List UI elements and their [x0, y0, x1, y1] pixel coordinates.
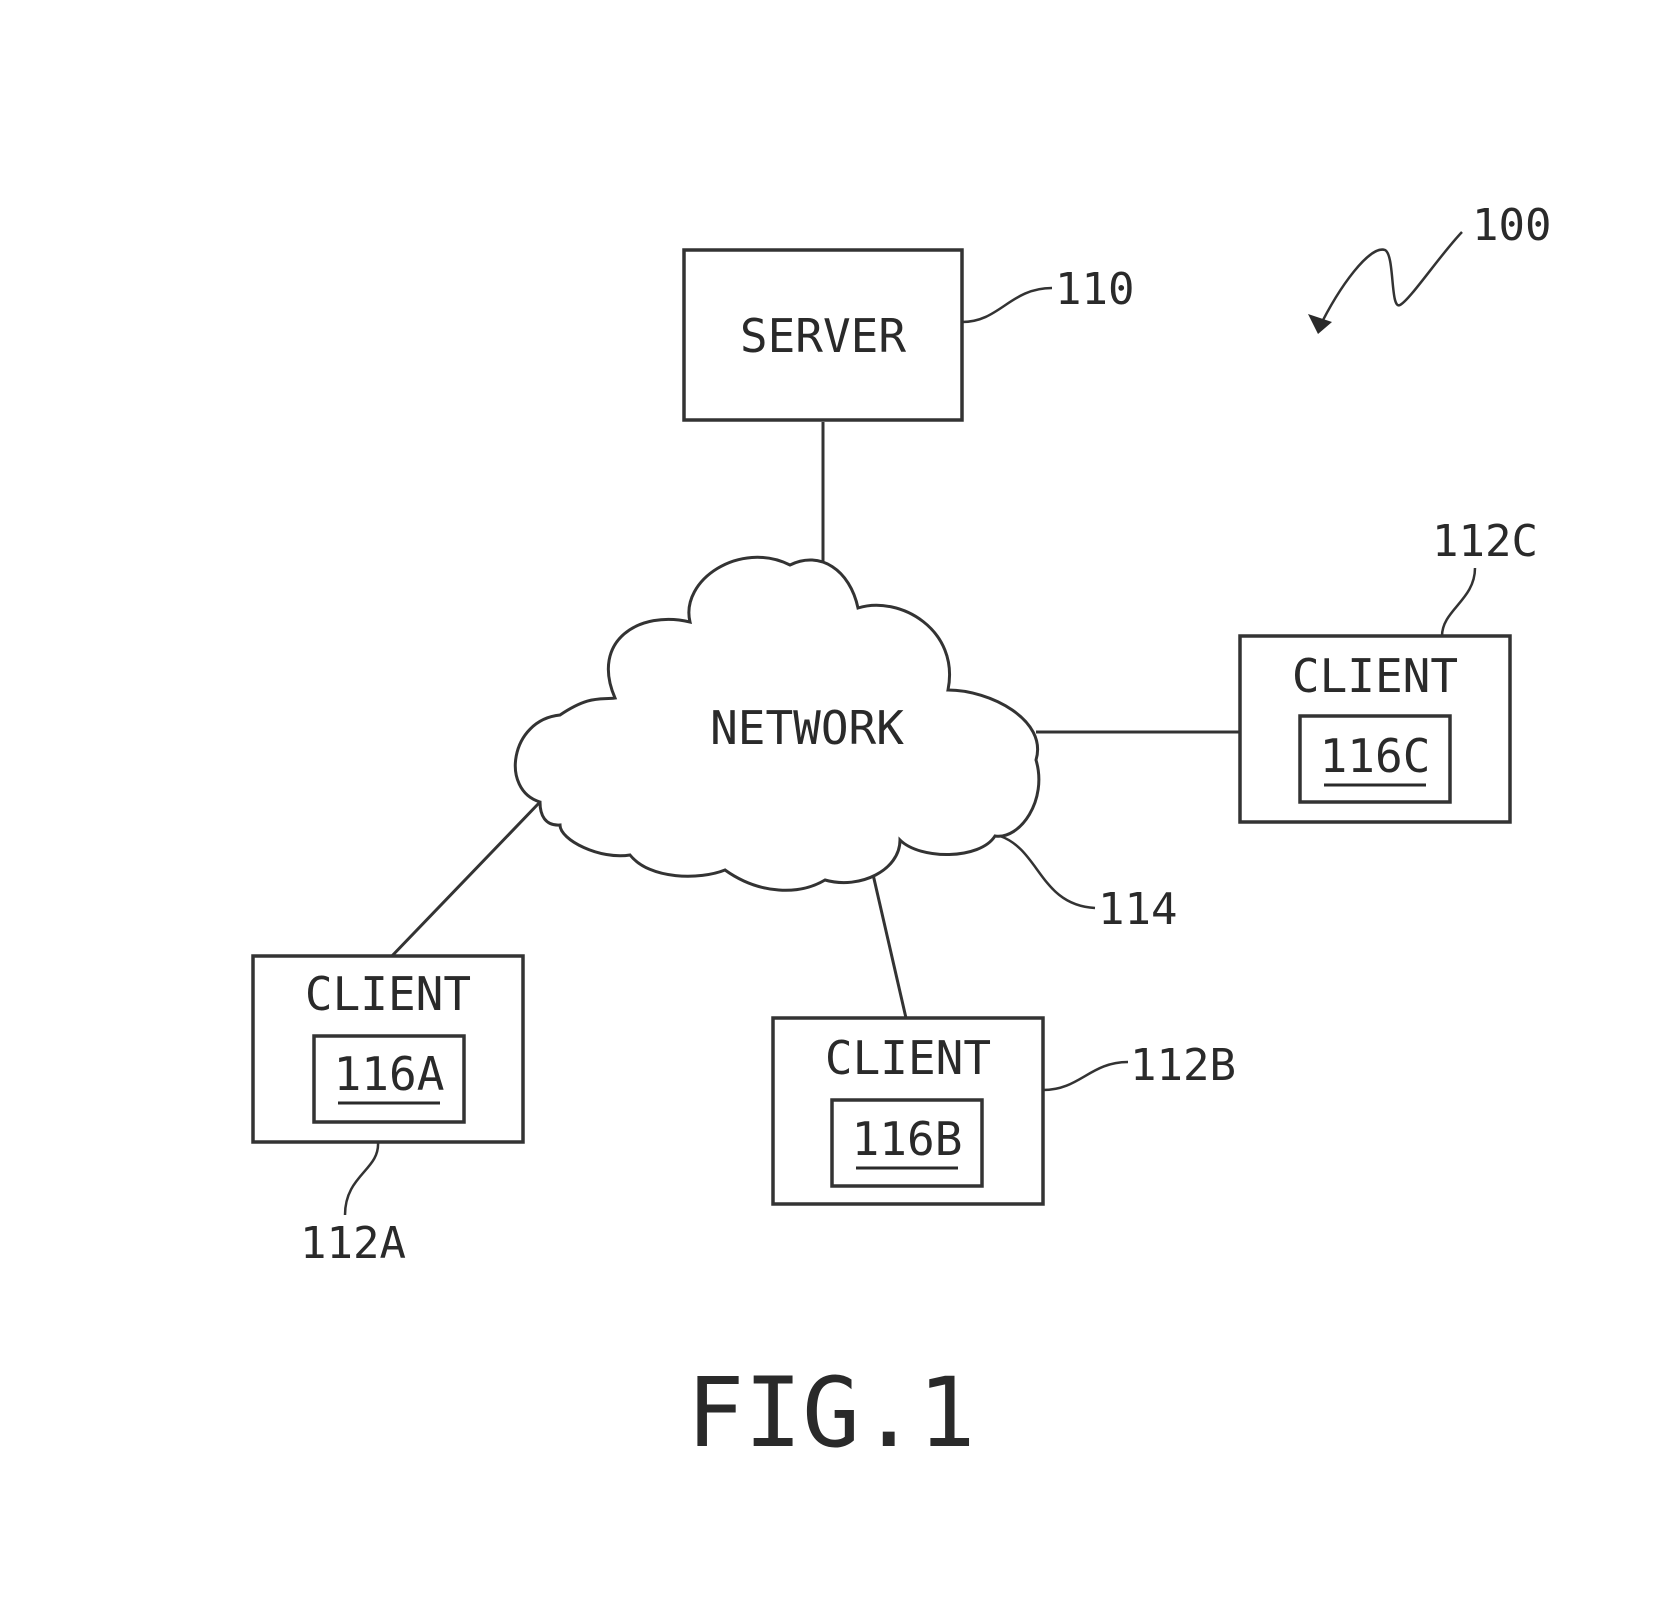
- system-ref-leader: [1318, 232, 1462, 330]
- client-b-ref-group: 112B: [1043, 1040, 1236, 1091]
- server-ref-label: 110: [1055, 264, 1134, 315]
- server-ref-group: 110: [962, 264, 1134, 322]
- client-b-label: CLIENT: [825, 1031, 991, 1085]
- system-ref-group: 100: [1308, 200, 1551, 334]
- network-ref-leader: [1000, 836, 1095, 908]
- client-c-ref-group: 112C: [1432, 516, 1538, 636]
- network-ref-group: 114: [1000, 836, 1177, 935]
- client-b-inner-label: 116B: [852, 1112, 963, 1166]
- client-a-ref-group: 112A: [300, 1142, 406, 1269]
- client-a-inner-label: 116A: [334, 1047, 445, 1101]
- client-c-ref-leader: [1442, 568, 1475, 636]
- system-ref-label: 100: [1472, 200, 1551, 251]
- arrow-head-icon: [1308, 314, 1332, 334]
- network-client-a-link: [390, 802, 540, 958]
- client-b-ref-leader: [1043, 1062, 1128, 1090]
- server-ref-leader: [962, 288, 1052, 322]
- network-ref-label: 114: [1098, 884, 1177, 935]
- client-b-ref-label: 112B: [1130, 1040, 1236, 1091]
- client-a-ref-leader: [345, 1142, 378, 1215]
- server-node: SERVER: [684, 250, 962, 420]
- network-node: NETWORK: [515, 557, 1039, 890]
- figure-caption: FIG.1: [687, 1357, 976, 1469]
- client-node-a: CLIENT 116A: [253, 956, 523, 1142]
- client-c-label: CLIENT: [1292, 649, 1458, 703]
- client-a-label: CLIENT: [305, 967, 471, 1021]
- client-a-ref-label: 112A: [300, 1218, 406, 1269]
- server-label: SERVER: [740, 309, 906, 363]
- client-node-c: CLIENT 116C: [1240, 636, 1510, 822]
- network-client-b-link: [872, 870, 906, 1018]
- client-node-b: CLIENT 116B: [773, 1018, 1043, 1204]
- network-label: NETWORK: [710, 701, 904, 755]
- client-c-inner-label: 116C: [1320, 729, 1431, 783]
- client-c-ref-label: 112C: [1432, 516, 1538, 567]
